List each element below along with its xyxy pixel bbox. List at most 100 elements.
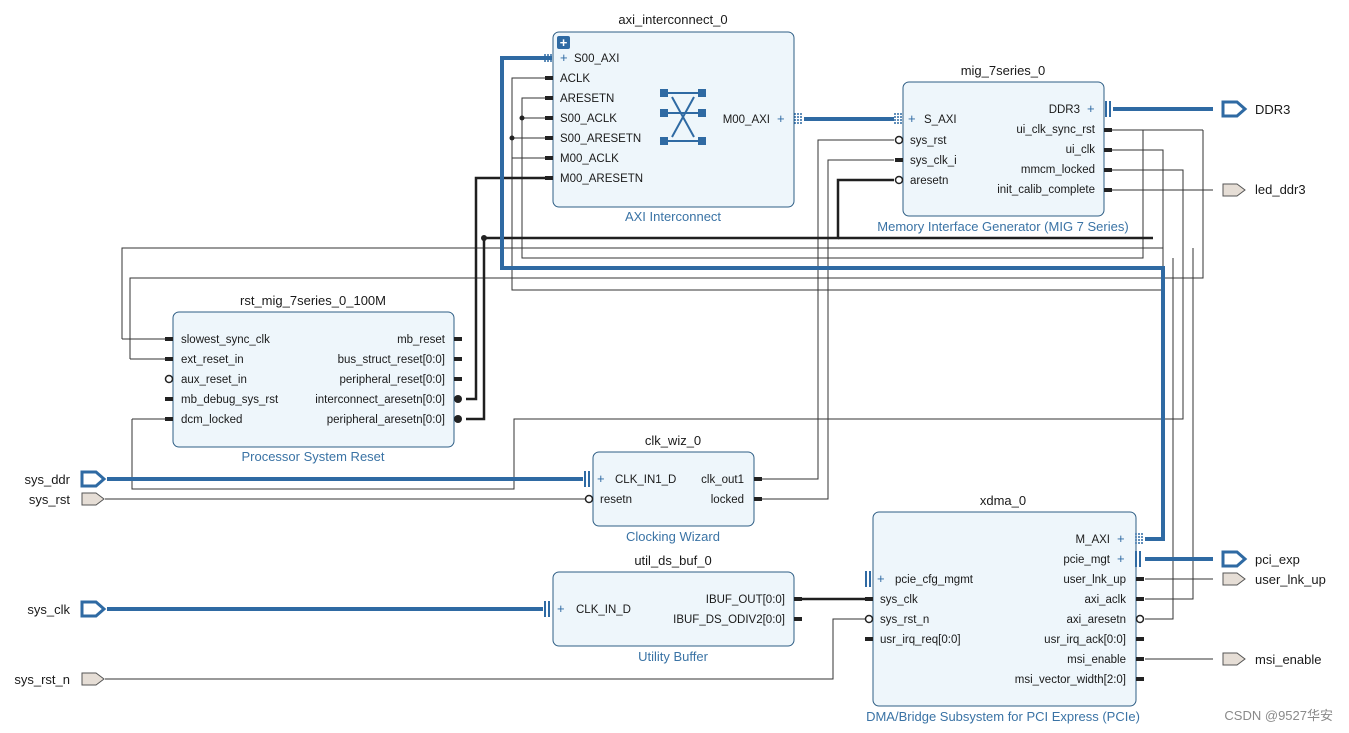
svg-text:+: + [777, 111, 785, 126]
pins-left: + pcie_cfg_mgmt sys_clk sys_rst_n usr_ir… [864, 571, 974, 646]
port-label: sys_clk [27, 602, 70, 617]
block-title: xdma_0 [980, 493, 1026, 508]
pins-left: + S_AXI sys_rst sys_clk_i aresetn [894, 111, 957, 187]
port-msi-enable[interactable]: msi_enable [1222, 652, 1322, 667]
pin-label: S00_ARESETN [560, 133, 641, 145]
pin-label: sys_rst_n [880, 614, 929, 626]
pin-label: usr_irq_ack[0:0] [1044, 634, 1126, 646]
pin-label: mb_reset [397, 334, 446, 346]
svg-text:+: + [1117, 551, 1125, 566]
pins-right: M00_AXI + [723, 111, 802, 126]
watermark: CSDN @9527华安 [1224, 708, 1333, 723]
external-output-ports: DDR3 led_ddr3 pci_exp user_lnk_up msi_en… [1221, 100, 1326, 667]
port-label: sys_rst_n [14, 672, 70, 687]
pin-label: ext_reset_in [181, 354, 244, 366]
port-label: user_lnk_up [1255, 572, 1326, 587]
svg-text:+: + [1087, 101, 1095, 116]
pin-label: user_lnk_up [1063, 574, 1126, 586]
pin-label: S00_ACLK [560, 113, 617, 125]
port-sys-rst-n[interactable]: sys_rst_n [14, 672, 105, 687]
pin-label: IBUF_DS_ODIV2[0:0] [673, 614, 785, 626]
pins-right: M_AXI + pcie_mgt + user_lnk_up axi_aclk … [1015, 531, 1145, 686]
pin-label: CLK_IN1_D [615, 474, 676, 486]
pin-label: aresetn [910, 175, 948, 187]
pin-label: locked [711, 494, 744, 506]
pin-label: slowest_sync_clk [181, 334, 270, 346]
port-led-ddr3[interactable]: led_ddr3 [1222, 182, 1306, 197]
pin-label: ARESETN [560, 93, 614, 105]
pin-label: msi_enable [1067, 654, 1126, 666]
pin-label: S00_AXI [574, 53, 619, 65]
pin-label: dcm_locked [181, 414, 242, 426]
pin-label: mb_debug_sys_rst [181, 394, 279, 406]
pin-label: ui_clk [1066, 144, 1096, 156]
external-input-ports: sys_ddr sys_rst sys_clk sys_rst_n [14, 470, 107, 687]
port-label: sys_ddr [24, 472, 70, 487]
svg-text:+: + [597, 471, 605, 486]
pin-label: CLK_IN_D [576, 604, 631, 616]
port-sys-clk[interactable]: sys_clk [27, 600, 107, 618]
crossbar-icon [660, 89, 706, 145]
pin-label: usr_irq_req[0:0] [880, 634, 961, 646]
pin-label: M00_AXI [723, 114, 770, 126]
svg-text:+: + [560, 50, 568, 65]
svg-text:+: + [908, 111, 916, 126]
port-label: msi_enable [1255, 652, 1322, 667]
svg-text:+: + [877, 571, 885, 586]
block-title: clk_wiz_0 [645, 433, 701, 448]
pin-label: init_calib_complete [997, 184, 1095, 196]
port-label: pci_exp [1255, 552, 1300, 567]
pins-right: clk_out1 locked [701, 474, 762, 506]
port-label: DDR3 [1255, 102, 1290, 117]
pin-label: sys_rst [910, 135, 947, 147]
block-mig[interactable]: mig_7series_0 + S_AXI sys_rst sys_clk_i … [877, 63, 1128, 234]
pin-label: axi_aclk [1084, 594, 1126, 606]
pin-label: aux_reset_in [181, 374, 247, 386]
pins-left: S00_AXI ACLK ARESETN S00_ACLK S00_ARESET… [544, 50, 643, 185]
block-utility-buffer[interactable]: util_ds_buf_0 + CLK_IN_D IBUF_OUT[0:0] I… [544, 553, 802, 664]
pin-label: ACLK [560, 73, 590, 85]
port-sys-rst[interactable]: sys_rst [29, 492, 105, 507]
pin-label: peripheral_reset[0:0] [340, 374, 445, 386]
block-subtitle: DMA/Bridge Subsystem for PCI Express (PC… [866, 709, 1140, 724]
pin-label: S_AXI [924, 114, 957, 126]
pin-label: M00_ACLK [560, 153, 619, 165]
svg-text:+: + [1117, 531, 1125, 546]
port-pci-exp[interactable]: pci_exp [1221, 550, 1300, 568]
pin-label: clk_out1 [701, 474, 744, 486]
pin-label: axi_aresetn [1067, 614, 1126, 626]
port-ddr3[interactable]: DDR3 [1221, 100, 1290, 118]
pin-label: M00_ARESETN [560, 173, 643, 185]
block-subtitle: Utility Buffer [638, 649, 709, 664]
block-subtitle: Memory Interface Generator (MIG 7 Series… [877, 219, 1128, 234]
block-xdma[interactable]: xdma_0 + pcie_cfg_mgmt sys_clk sys_rst_n… [864, 493, 1145, 724]
pin-label: msi_vector_width[2:0] [1015, 674, 1126, 686]
port-label: led_ddr3 [1255, 182, 1306, 197]
pin-label: pcie_mgt [1063, 554, 1110, 566]
block-title: axi_interconnect_0 [618, 12, 727, 27]
pin-label: DDR3 [1049, 104, 1080, 116]
plus-icon: + [560, 35, 568, 50]
block-subtitle: Processor System Reset [241, 449, 384, 464]
pins-left: slowest_sync_clk ext_reset_in aux_reset_… [164, 334, 279, 426]
pins-left: + CLK_IN_D [544, 601, 631, 617]
block-subtitle: AXI Interconnect [625, 209, 721, 224]
pins-left: + CLK_IN1_D resetn [584, 471, 676, 506]
pins-right: IBUF_OUT[0:0] IBUF_DS_ODIV2[0:0] [673, 594, 802, 626]
expand-icon[interactable] [557, 36, 570, 49]
pin-label: IBUF_OUT[0:0] [706, 594, 785, 606]
pins-right: DDR3 + ui_clk_sync_rst ui_clk mmcm_locke… [997, 101, 1112, 196]
port-label: sys_rst [29, 492, 71, 507]
block-proc-sys-reset[interactable]: rst_mig_7series_0_100M slowest_sync_clk … [164, 293, 462, 464]
block-axi-interconnect[interactable]: axi_interconnect_0 + S00_AXI ACLK ARESET… [544, 12, 802, 224]
block-title: util_ds_buf_0 [634, 553, 711, 568]
pin-label: pcie_cfg_mgmt [895, 574, 974, 586]
pin-label: peripheral_aresetn[0:0] [327, 414, 445, 426]
port-user-lnk-up[interactable]: user_lnk_up [1222, 572, 1326, 587]
block-clocking-wizard[interactable]: clk_wiz_0 + CLK_IN1_D resetn clk_out1 lo… [584, 433, 762, 544]
block-subtitle: Clocking Wizard [626, 529, 720, 544]
port-sys-ddr[interactable]: sys_ddr [24, 470, 107, 488]
pin-label: sys_clk [880, 594, 918, 606]
pin-label: resetn [600, 494, 632, 506]
